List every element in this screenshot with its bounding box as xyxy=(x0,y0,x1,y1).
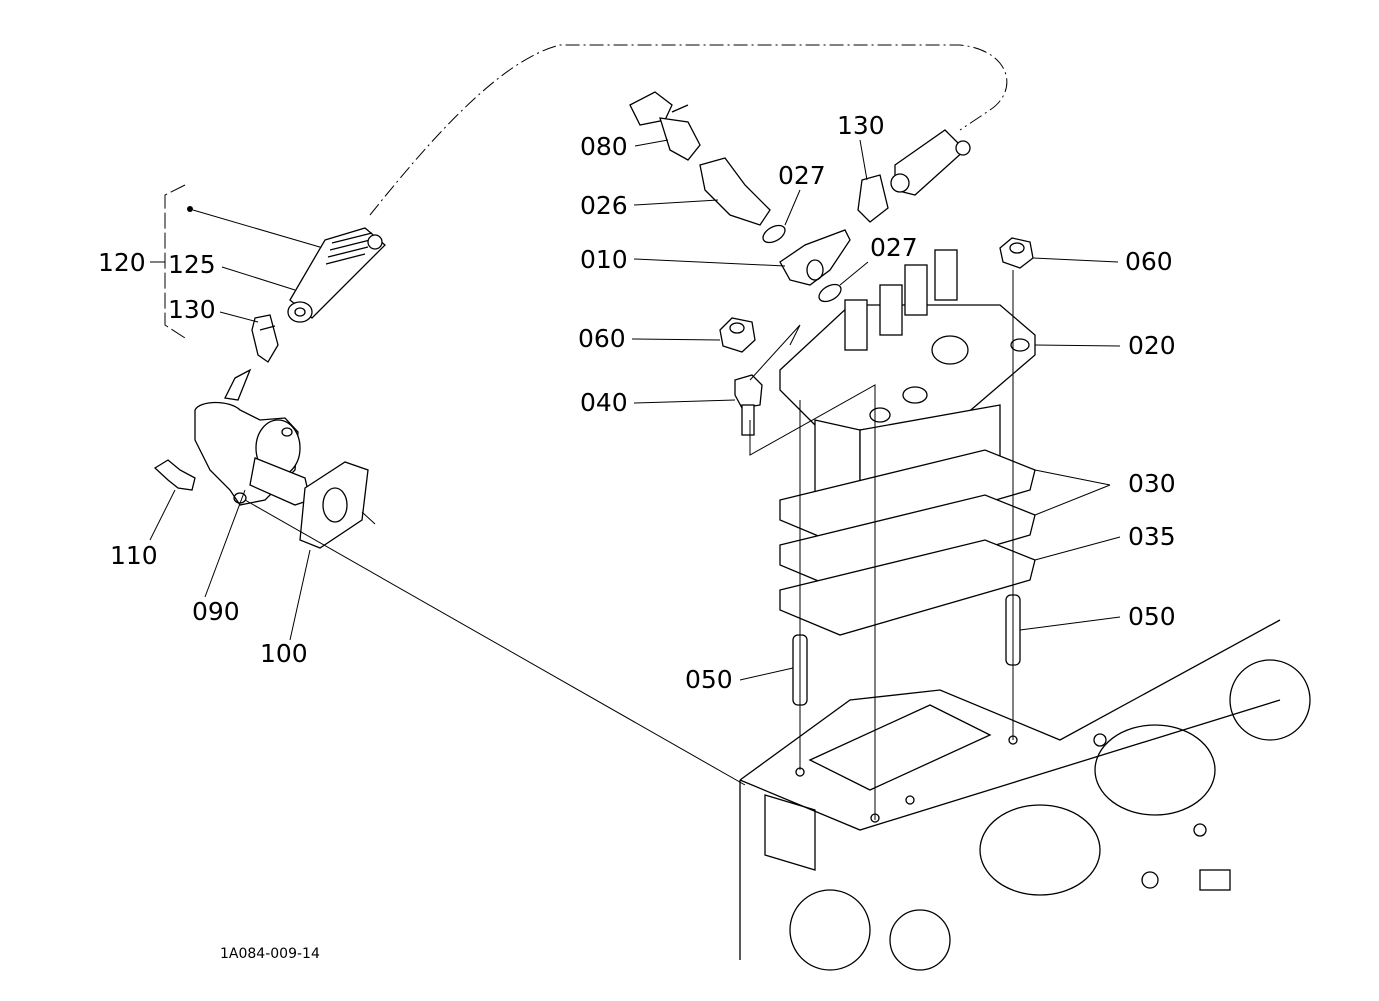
eye-bolt xyxy=(699,157,771,226)
nut-060-right xyxy=(999,237,1034,269)
label-130-left: 130 xyxy=(168,295,216,324)
label-027-b: 027 xyxy=(870,233,918,262)
label-030: 030 xyxy=(1128,469,1176,498)
label-060-right: 060 xyxy=(1125,247,1173,276)
hose-connector-right xyxy=(890,129,971,196)
label-120: 120 xyxy=(98,248,146,277)
label-110: 110 xyxy=(110,541,158,570)
bolt-040 xyxy=(734,374,763,436)
label-010: 010 xyxy=(580,245,628,274)
label-040: 040 xyxy=(580,388,628,417)
gasket-030-lower xyxy=(779,494,1036,591)
label-130-right: 130 xyxy=(837,111,885,140)
nut-060-left xyxy=(719,317,756,353)
drawing-code: 1A084-009-14 xyxy=(220,946,320,962)
label-027-a: 027 xyxy=(778,161,826,190)
hose-connector-left xyxy=(287,227,386,323)
group-bracket xyxy=(164,184,186,339)
group-dot xyxy=(187,206,193,212)
bolt-110 xyxy=(153,459,196,491)
banjo-fitting xyxy=(779,229,851,286)
label-020: 020 xyxy=(1128,331,1176,360)
washer-027-a xyxy=(762,224,786,244)
label-035: 035 xyxy=(1128,522,1176,551)
clamp-left xyxy=(251,314,279,363)
label-090: 090 xyxy=(192,597,240,626)
label-100: 100 xyxy=(260,639,308,668)
engine-block xyxy=(739,619,1311,971)
label-080: 080 xyxy=(580,132,628,161)
label-026: 026 xyxy=(580,191,628,220)
label-060-left: 060 xyxy=(578,324,626,353)
label-125: 125 xyxy=(168,250,216,279)
label-050-right: 050 xyxy=(1128,602,1176,631)
label-050-left: 050 xyxy=(685,665,733,694)
assembly-line-dashed xyxy=(369,44,1008,216)
gasket-030-upper xyxy=(779,449,1036,546)
air-vent-valve xyxy=(629,91,701,161)
feed-pump-gasket xyxy=(299,461,369,549)
feed-pump xyxy=(194,401,311,506)
clamp-right xyxy=(857,174,889,223)
gasket-035 xyxy=(779,539,1036,636)
washer-027-b xyxy=(818,283,842,303)
